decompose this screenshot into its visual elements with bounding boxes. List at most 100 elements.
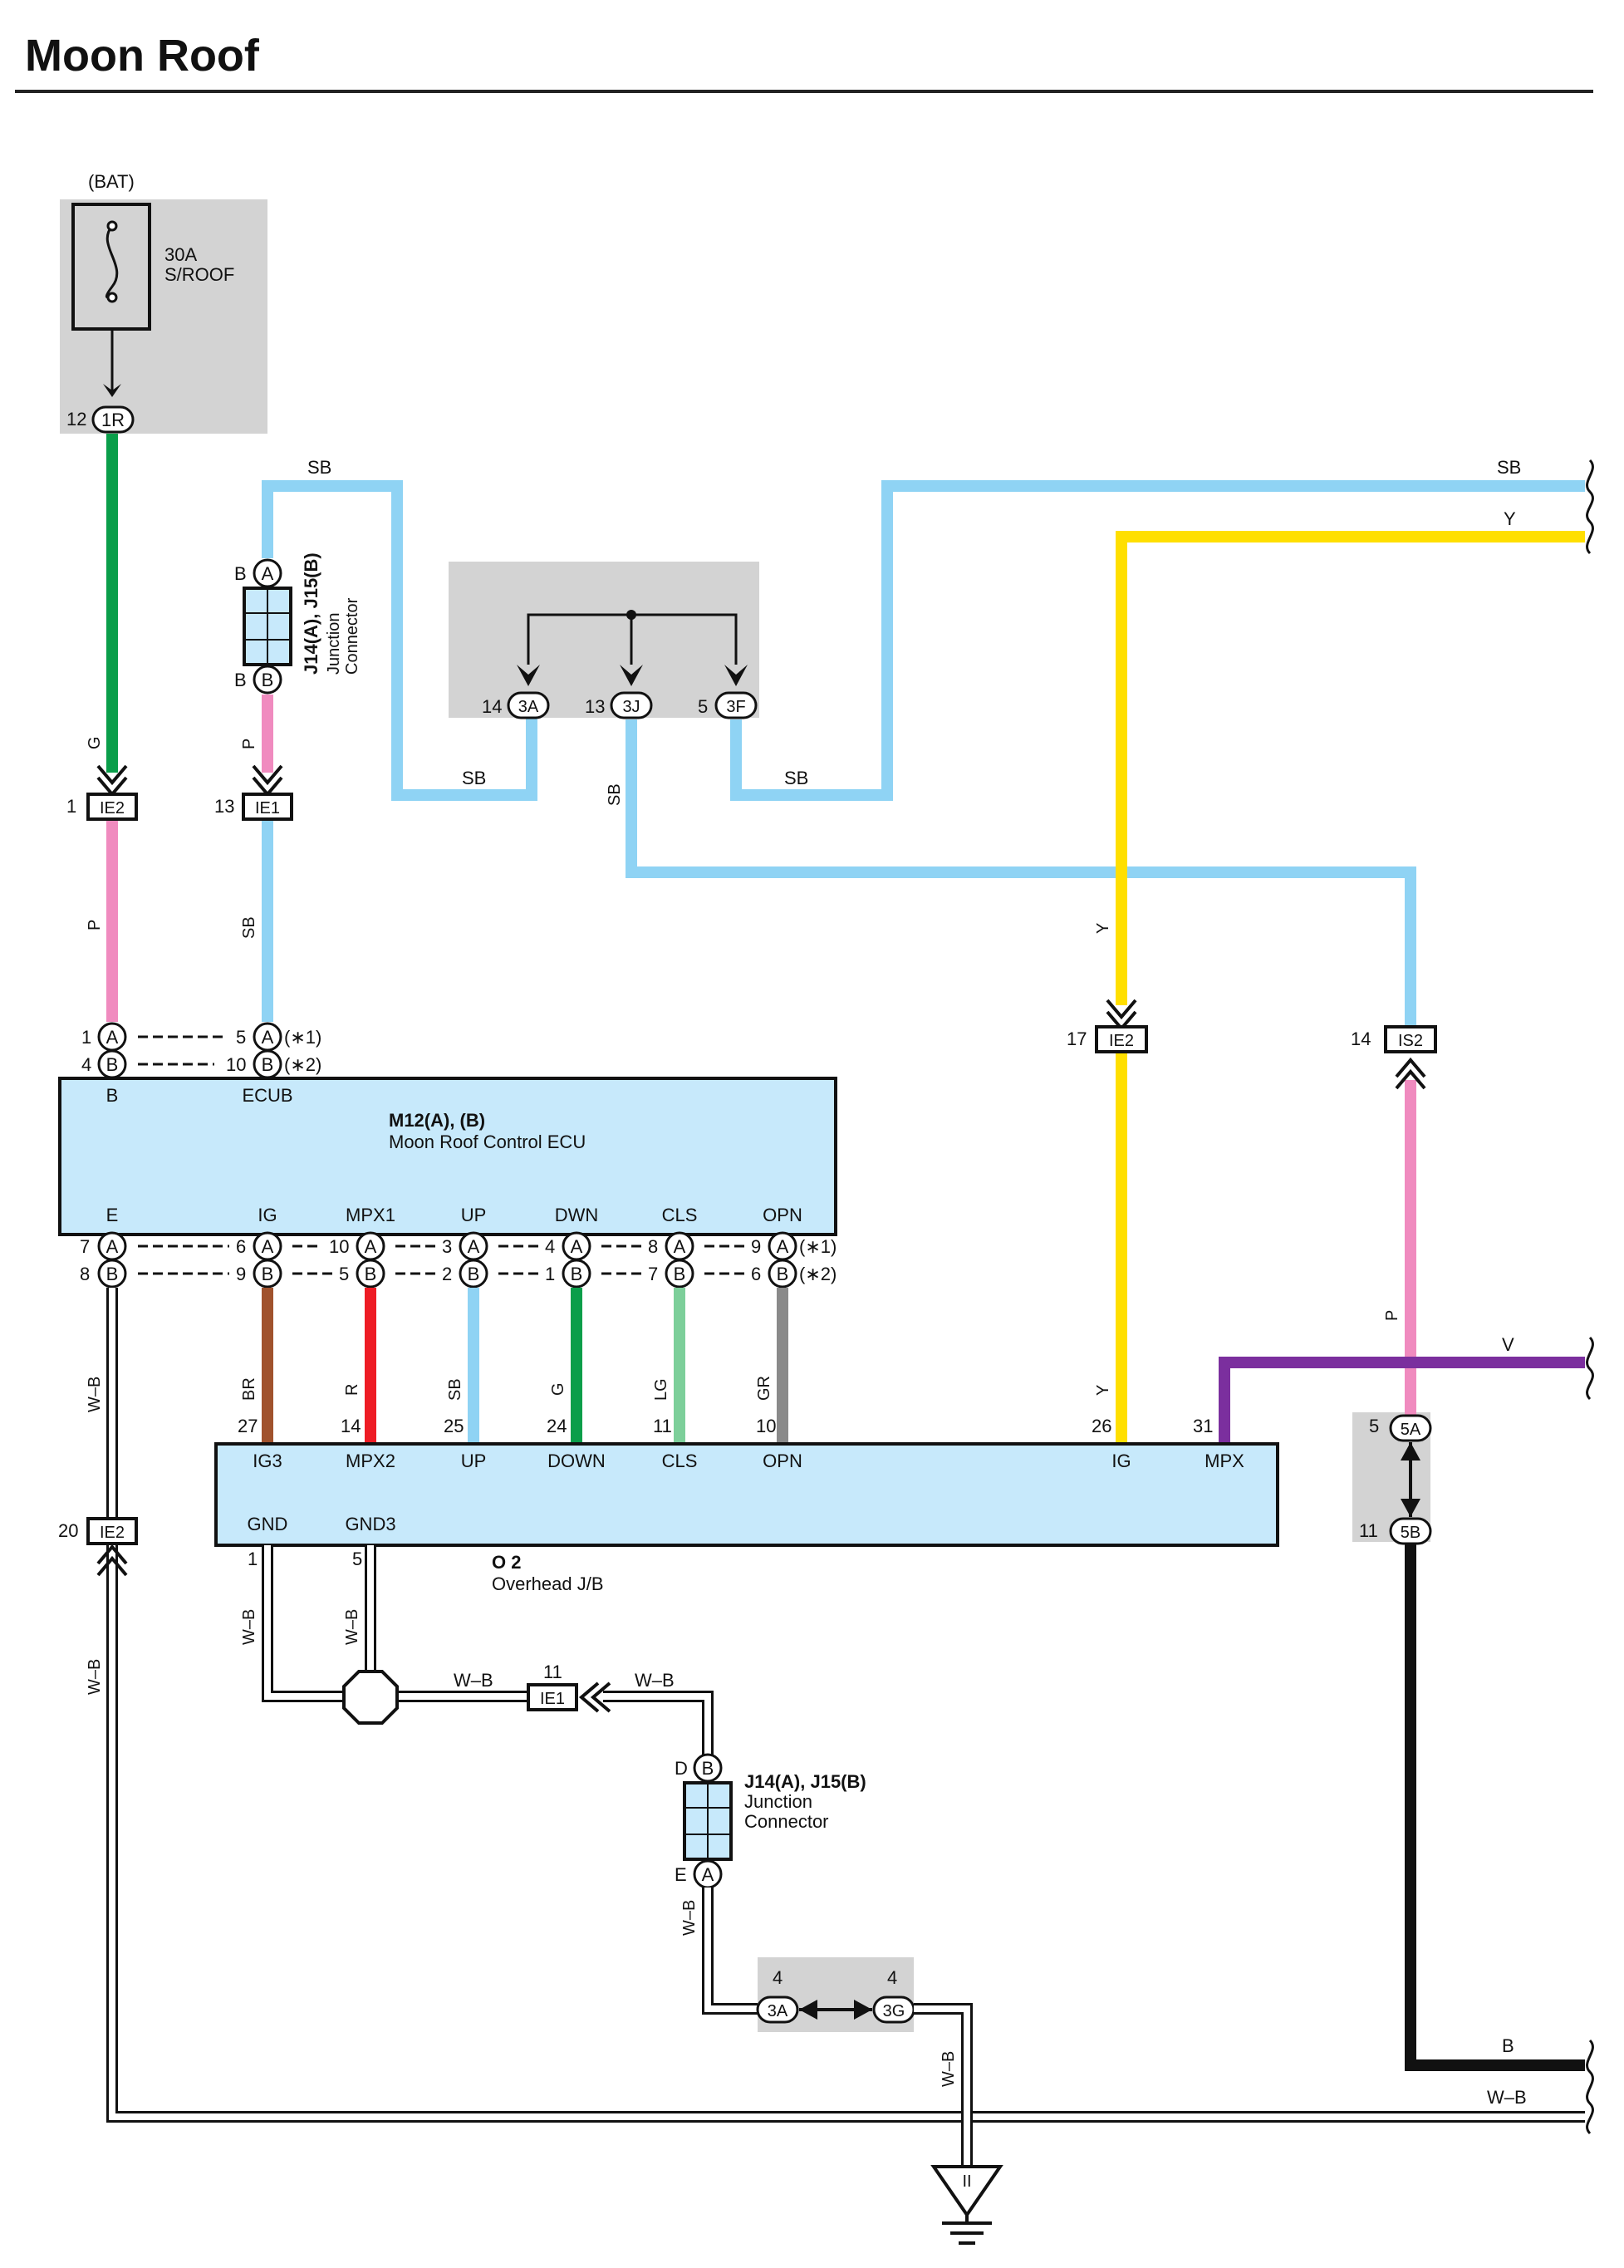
ecu-name: M12(A), (B) [389, 1110, 485, 1131]
ecu-terminal-letter: A [106, 1027, 119, 1048]
ie1-lower-arrow-icon [578, 1681, 611, 1713]
bottom-conn-oval [756, 1996, 799, 2024]
wire-sb-topleft [262, 480, 537, 801]
page-title: Moon Roof [25, 31, 259, 81]
ecu-terminal-circle [665, 1259, 694, 1289]
jb-top-arrow-1-icon [517, 665, 540, 686]
inline-pin: 1 [66, 796, 76, 817]
inline-box [86, 793, 138, 821]
wire-label-b: B [1502, 2035, 1514, 2056]
right-pin-a: 5 [1369, 1416, 1379, 1436]
jb-pin: 27 [238, 1416, 258, 1436]
right-arrow-down-icon [1401, 1499, 1420, 1517]
wire-wb-earth-inner [914, 2005, 970, 2168]
ecu-bottom-label: MPX1 [346, 1205, 395, 1225]
wire-label-wb-h2: W–B [635, 1670, 675, 1691]
inline-conn: IE2 [100, 1524, 125, 1542]
jb-top-node [626, 610, 636, 620]
jbot-name: J14(A), J15(B) [744, 1771, 866, 1792]
jbot-desc1: Junction [744, 1791, 812, 1812]
ecu-desc: Moon Roof Control ECU [389, 1132, 586, 1152]
ecu-terminal-letter: B [571, 1264, 583, 1284]
wire-wb-h2-inner [603, 1693, 711, 1761]
jb-terminal-label: MPX2 [346, 1451, 395, 1471]
jb-wire-color: SB [446, 1378, 464, 1401]
ecu-terminal-letter: A [777, 1236, 789, 1257]
right-arrow-up-icon [1401, 1442, 1420, 1460]
ecu-note: (∗1) [799, 1236, 837, 1257]
wire-label-wb-left: W–B [86, 1377, 104, 1412]
inline-conn: IE1 [255, 799, 280, 817]
bottom-pin: 4 [887, 1967, 897, 1988]
ecu-pin: 9 [751, 1236, 761, 1257]
ecu-terminal-letter: B [106, 1264, 119, 1284]
title-rule [15, 90, 1593, 93]
ecu-pin: 10 [226, 1054, 246, 1075]
jb-labels: IG3 MPX2 UP DOWN CLS OPN IG MPX GND GND3 [248, 1451, 1245, 1534]
ecu-pin: 8 [80, 1264, 90, 1284]
jb-wire-color: R [343, 1384, 361, 1396]
jb-terminal-label: UP [461, 1451, 487, 1471]
ecu-terminal-letter: B [106, 1054, 119, 1075]
ecu-top-label: B [106, 1085, 119, 1106]
wire-label-wb-h1: W–B [454, 1670, 493, 1691]
ecu-top-label: ECUB [242, 1085, 292, 1106]
jb-gnd-label: GND [248, 1514, 288, 1534]
jtop-pin-a: B [234, 563, 247, 584]
inline-pin: 11 [543, 1662, 562, 1682]
bottom-arrow-left-icon [799, 2000, 817, 2020]
ecu-pin: 8 [648, 1236, 658, 1257]
ground-triangle-icon [930, 2165, 1003, 2218]
jb-gnd-pin: 5 [352, 1549, 362, 1569]
jbot-pin-b: E [675, 1864, 687, 1885]
ecu-pin: 9 [236, 1264, 246, 1284]
wire-label-g: G [86, 736, 104, 749]
wire-wb-left-inner [109, 1288, 1585, 2120]
jb-pin: 10 [756, 1416, 776, 1436]
jb-top-conn: 3F [726, 698, 745, 716]
splice-octagon [342, 1670, 399, 1725]
wire-sb-3f [730, 480, 1585, 801]
inline-pin: 20 [58, 1520, 78, 1541]
wire-label-sb-topleft: SB [307, 457, 331, 478]
wire-label-sb-midright: SB [784, 768, 808, 788]
ecu-pin: 5 [236, 1027, 246, 1048]
ecu-terminal-letter: A [106, 1236, 119, 1257]
fuse-arrow-icon [103, 384, 121, 397]
wire-terminators [1586, 459, 1594, 2135]
ecu-pin: 3 [442, 1236, 452, 1257]
fuse-rating: 30A [164, 244, 197, 265]
bottom-conn: 3A [768, 2002, 788, 2020]
jb-pin: 11 [653, 1416, 672, 1436]
wire-wb-gnd1-outer [262, 1545, 349, 1702]
ecu-bottom-label: CLS [662, 1205, 698, 1225]
jb-terminal-label: IG3 [253, 1451, 282, 1471]
bottom-conn: 3G [883, 2002, 905, 2020]
jb-gnd-pin: 1 [248, 1549, 258, 1569]
wire-sb-3j [626, 719, 1416, 1026]
jb-wire-labels: BR R SB G LG GR Y [240, 1376, 1112, 1401]
ecu-terminal-circle [562, 1259, 591, 1289]
ecu-terminal-letter: B [262, 1264, 274, 1284]
jb-terminal-label: OPN [763, 1451, 802, 1471]
fuse-conn-oval [91, 405, 135, 434]
wire-wb-h2-outer [603, 1691, 714, 1761]
jb-pin: 25 [444, 1416, 464, 1436]
wire-label-p-right: P [1383, 1310, 1401, 1321]
jbot-conn-a: B [702, 1758, 714, 1779]
ecu-terminal-circle [356, 1259, 385, 1289]
right-pin-b: 11 [1359, 1520, 1378, 1541]
ie2-lower-arrow-icon [96, 1544, 128, 1577]
ecu-terminal-letter: A [468, 1236, 480, 1257]
jb-top-arrow-2-icon [620, 665, 643, 686]
inline-box [242, 793, 293, 821]
ecu-terminal-letter: A [365, 1236, 377, 1257]
ecu-note: (∗2) [799, 1264, 837, 1284]
jb-gnd-label: GND3 [345, 1514, 395, 1534]
jb-wire-color: G [549, 1382, 567, 1396]
fuse-conn: 1R [101, 410, 125, 430]
wire-label-wb-earth: W–B [940, 2051, 958, 2087]
terminator-squiggle [1586, 1336, 1594, 1401]
jb-terminal-label: IG [1111, 1451, 1131, 1471]
inline-pin: 13 [214, 796, 234, 817]
